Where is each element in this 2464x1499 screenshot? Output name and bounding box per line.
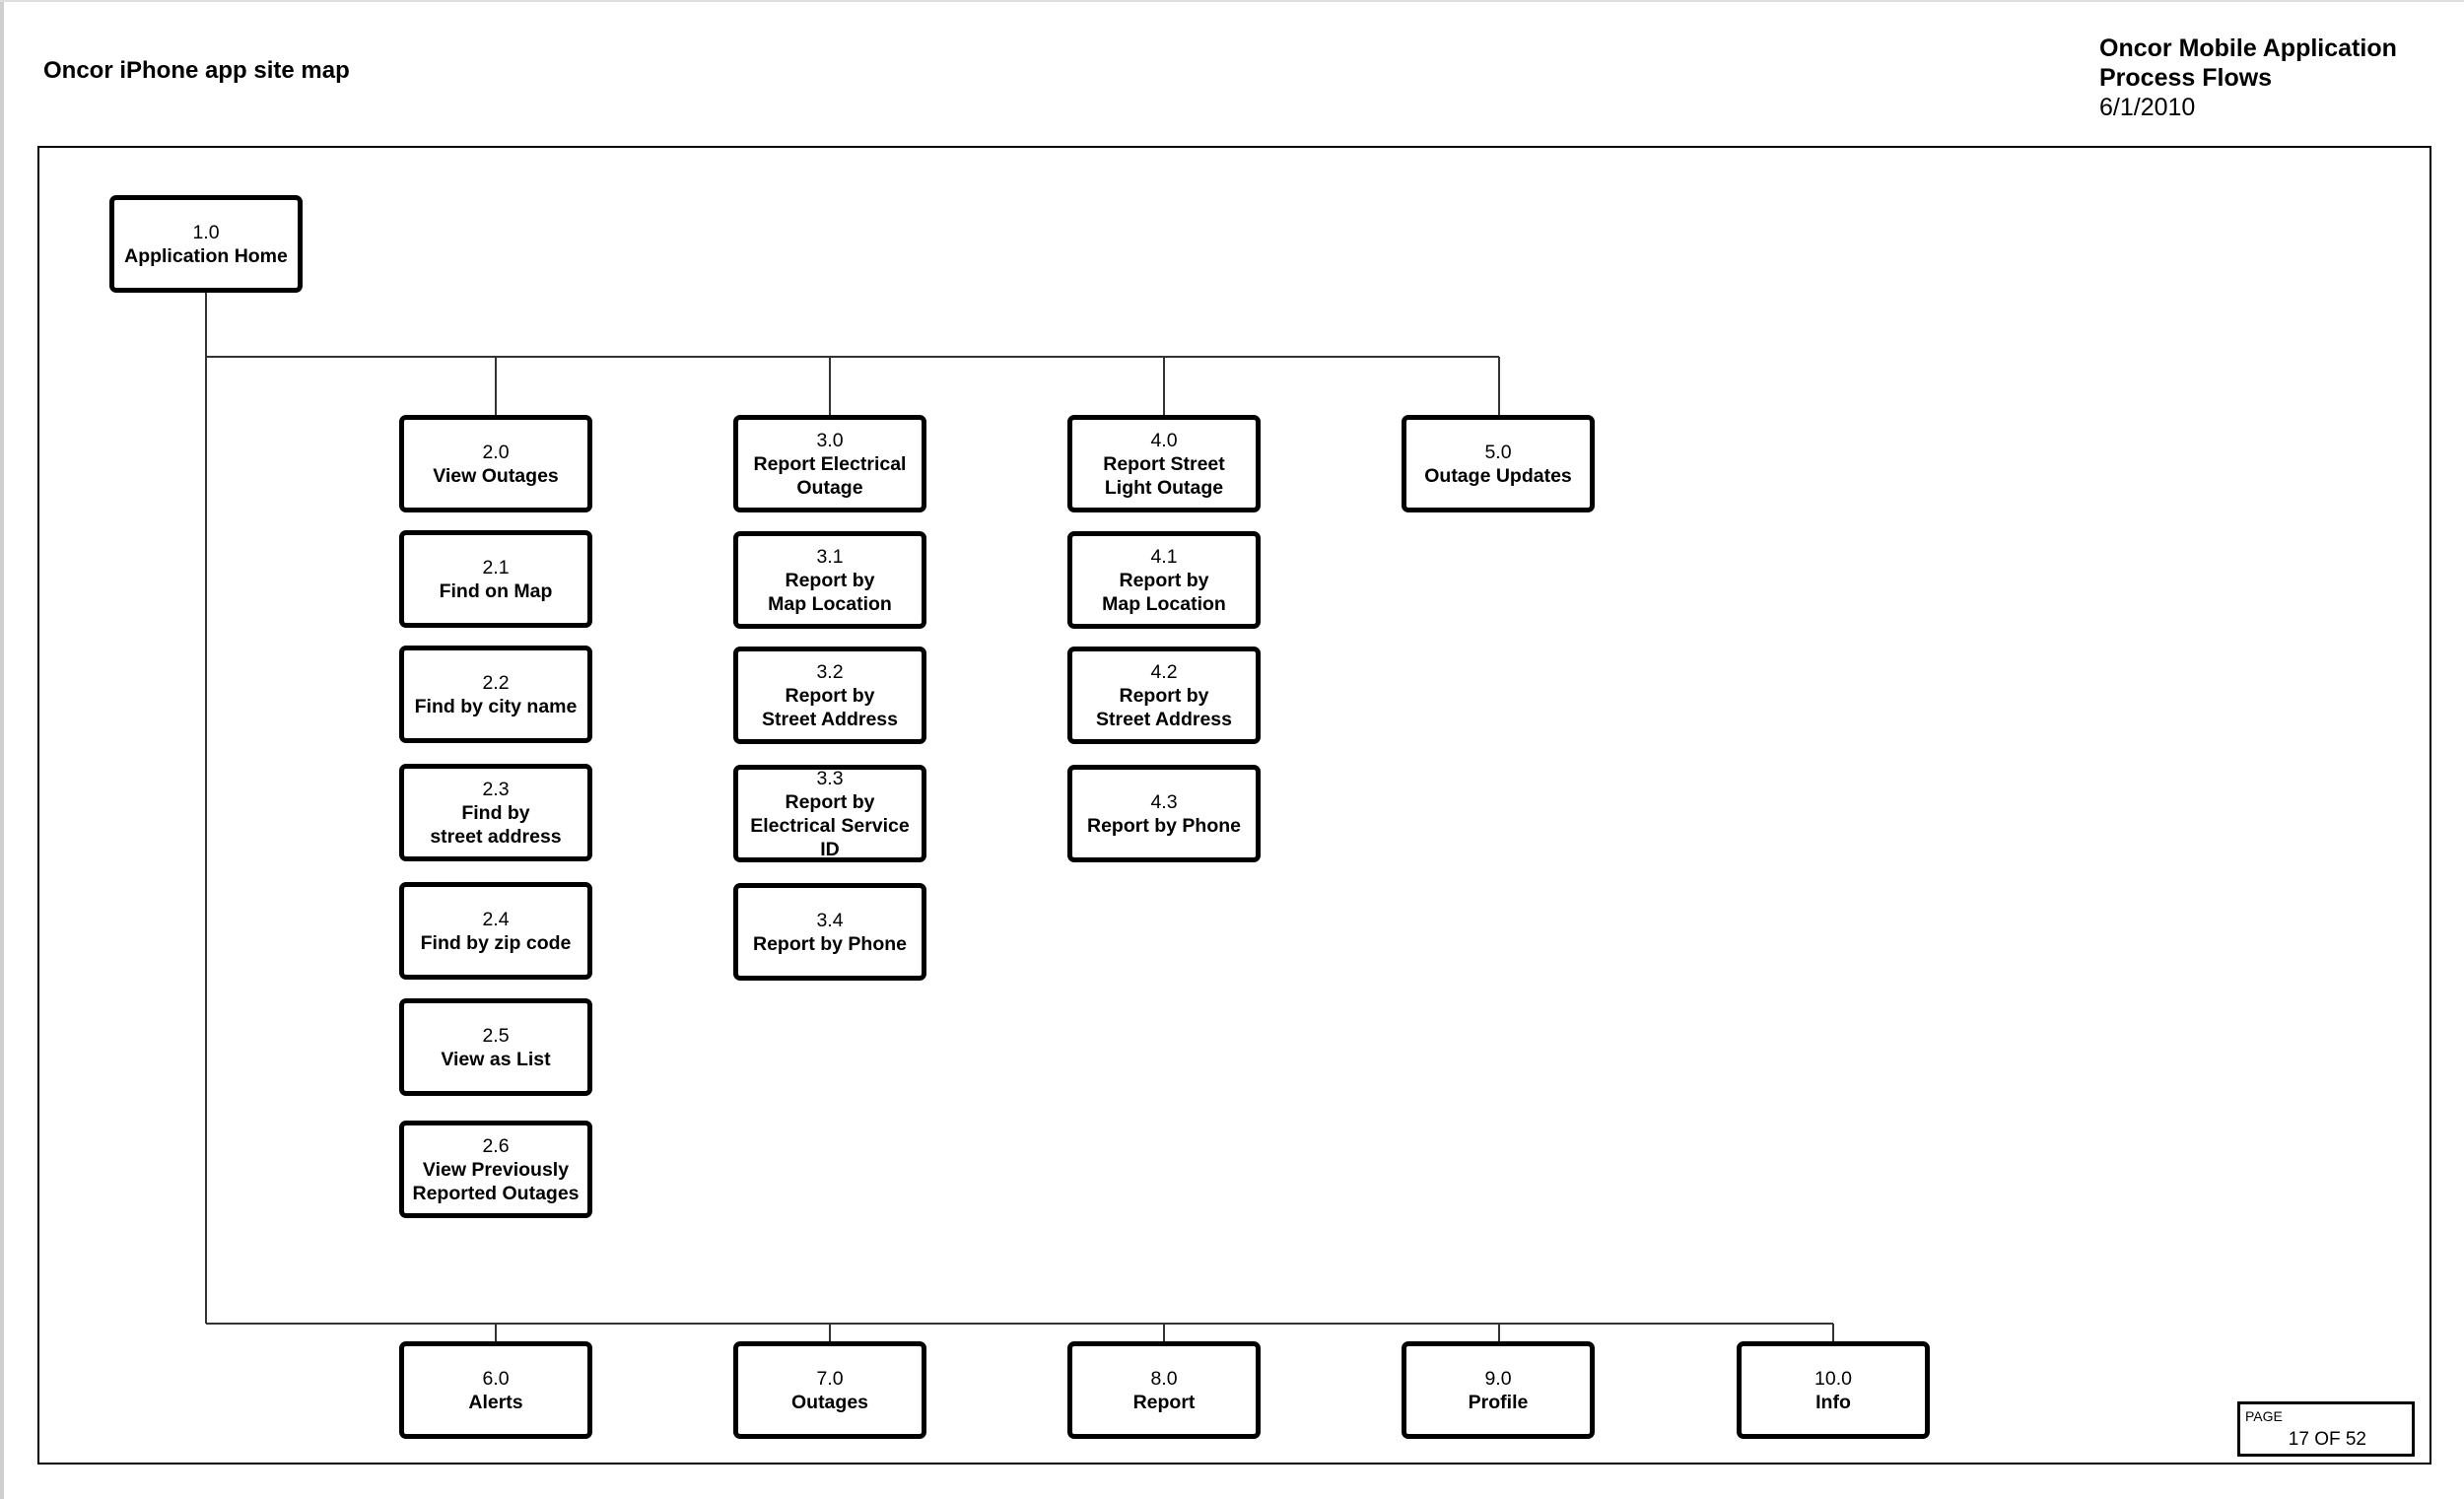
page-edge [0, 0, 4, 1499]
node-number: 3.2 [816, 660, 844, 683]
node-number: 3.1 [816, 545, 844, 568]
node-label: Find by street address [430, 801, 562, 848]
node-number: 4.1 [1150, 545, 1178, 568]
node-label: Report by Map Location [768, 569, 892, 615]
node-3-1-report-by-map-location[interactable]: 3.1 Report by Map Location [733, 531, 926, 629]
node-label: Application Home [124, 244, 288, 267]
node-number: 2.6 [482, 1134, 510, 1157]
diagram-frame [37, 146, 2431, 1465]
header-date: 6/1/2010 [2099, 94, 2196, 121]
node-number: 2.3 [482, 778, 510, 800]
node-label: Report by Map Location [1102, 569, 1226, 615]
node-label: Info [1815, 1391, 1851, 1413]
header-section: Process Flows [2099, 64, 2273, 92]
node-label: Outage Updates [1424, 464, 1572, 487]
node-9-0-profile[interactable]: 9.0 Profile [1402, 1341, 1595, 1439]
node-number: 2.1 [482, 556, 510, 579]
node-label: Report by Street Address [762, 684, 898, 730]
node-label: Report Electrical Outage [753, 452, 907, 499]
node-number: 6.0 [482, 1367, 510, 1390]
node-number: 8.0 [1150, 1367, 1178, 1390]
node-label: Report by Electrical Service ID [750, 790, 910, 860]
node-number: 2.5 [482, 1024, 510, 1047]
node-number: 2.0 [482, 441, 510, 463]
node-label: Profile [1468, 1391, 1529, 1413]
document-title: Oncor iPhone app site map [43, 57, 350, 84]
node-2-1-find-on-map[interactable]: 2.1 Find on Map [399, 530, 592, 628]
node-number: 7.0 [816, 1367, 844, 1390]
node-label: Find by zip code [420, 931, 572, 954]
node-label: View Previously Reported Outages [412, 1158, 580, 1204]
node-6-0-alerts[interactable]: 6.0 Alerts [399, 1341, 592, 1439]
node-label: Report by Phone [1086, 814, 1241, 837]
node-number: 2.4 [482, 908, 510, 930]
page-label: PAGE [2245, 1408, 2283, 1424]
node-4-0-report-street-light-outage[interactable]: 4.0 Report Street Light Outage [1067, 415, 1261, 512]
node-label: Report Street Light Outage [1103, 452, 1225, 499]
node-2-4-find-by-zip-code[interactable]: 2.4 Find by zip code [399, 882, 592, 980]
node-10-0-info[interactable]: 10.0 Info [1737, 1341, 1930, 1439]
node-number: 3.0 [816, 429, 844, 451]
node-label: Report by Phone [752, 932, 907, 955]
node-number: 10.0 [1814, 1367, 1852, 1390]
node-label: Outages [790, 1391, 869, 1413]
node-4-3-report-by-phone[interactable]: 4.3 Report by Phone [1067, 765, 1261, 862]
node-2-5-view-as-list[interactable]: 2.5 View as List [399, 998, 592, 1096]
node-label: Report by Street Address [1096, 684, 1232, 730]
node-2-0-view-outages[interactable]: 2.0 View Outages [399, 415, 592, 512]
node-number: 3.3 [816, 767, 844, 789]
node-2-6-view-previously-reported-outages[interactable]: 2.6 View Previously Reported Outages [399, 1121, 592, 1218]
node-7-0-outages[interactable]: 7.0 Outages [733, 1341, 926, 1439]
page-number-box: PAGE 17 OF 52 [2237, 1401, 2415, 1457]
node-8-0-report[interactable]: 8.0 Report [1067, 1341, 1261, 1439]
node-number: 9.0 [1484, 1367, 1512, 1390]
node-1-0-application-home[interactable]: 1.0 Application Home [109, 195, 303, 293]
node-number: 5.0 [1484, 441, 1512, 463]
header-app-name: Oncor Mobile Application [2099, 34, 2397, 62]
node-number: 4.2 [1150, 660, 1178, 683]
page-edge-top [0, 0, 2464, 2]
node-number: 3.4 [816, 909, 844, 931]
node-4-2-report-by-street-address[interactable]: 4.2 Report by Street Address [1067, 647, 1261, 744]
node-label: Find by city name [414, 695, 578, 717]
node-3-4-report-by-phone[interactable]: 3.4 Report by Phone [733, 883, 926, 981]
page-value: 17 OF 52 [2288, 1429, 2366, 1450]
node-label: View as List [441, 1048, 551, 1070]
node-number: 1.0 [192, 221, 220, 243]
header-block: Oncor Mobile Application Process Flows 6… [2099, 34, 2397, 122]
node-3-2-report-by-street-address[interactable]: 3.2 Report by Street Address [733, 647, 926, 744]
node-5-0-outage-updates[interactable]: 5.0 Outage Updates [1402, 415, 1595, 512]
node-label: Report [1132, 1391, 1196, 1413]
node-number: 4.0 [1150, 429, 1178, 451]
node-label: Find on Map [439, 579, 553, 602]
node-number: 2.2 [482, 671, 510, 694]
node-number: 4.3 [1150, 790, 1178, 813]
node-3-3-report-by-electrical-service-id[interactable]: 3.3 Report by Electrical Service ID [733, 765, 926, 862]
node-3-0-report-electrical-outage[interactable]: 3.0 Report Electrical Outage [733, 415, 926, 512]
node-label: Alerts [468, 1391, 523, 1413]
node-2-3-find-by-street-address[interactable]: 2.3 Find by street address [399, 764, 592, 861]
node-2-2-find-by-city-name[interactable]: 2.2 Find by city name [399, 646, 592, 743]
node-4-1-report-by-map-location[interactable]: 4.1 Report by Map Location [1067, 531, 1261, 629]
node-label: View Outages [433, 464, 559, 487]
